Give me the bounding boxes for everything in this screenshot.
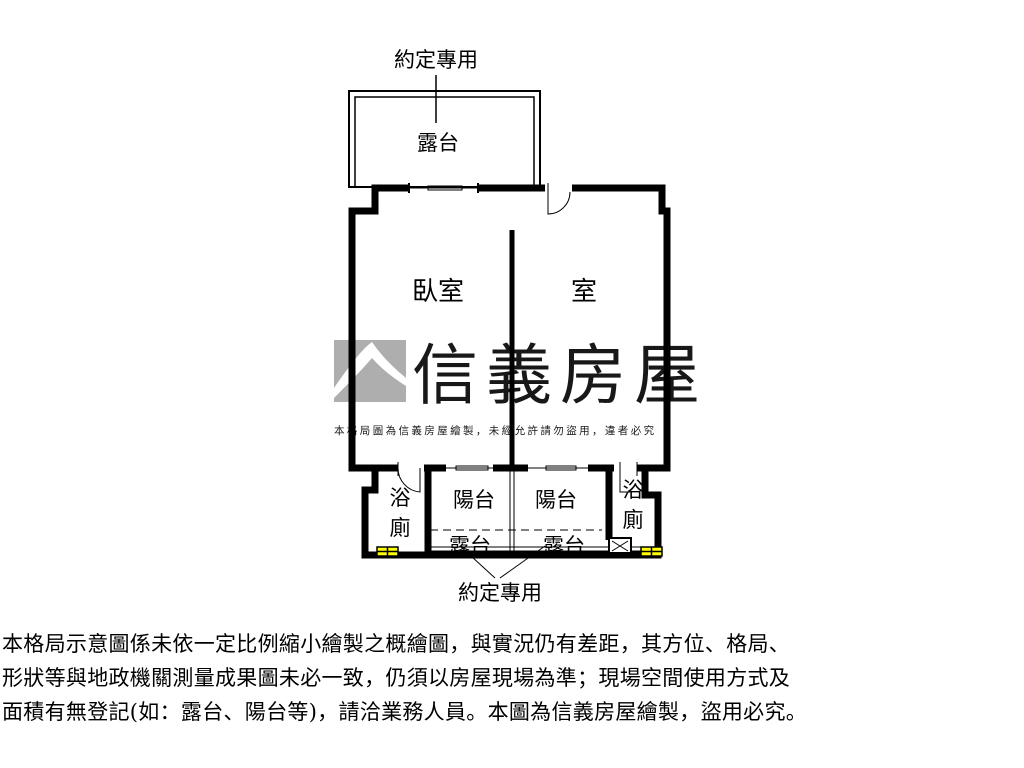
left-bath-label-1: 浴 bbox=[390, 486, 411, 510]
terrace-right-label: 露台 bbox=[543, 534, 585, 558]
top-terrace-label: 露台 bbox=[417, 131, 459, 155]
bedroom-label: 臥室 bbox=[412, 277, 464, 307]
watermark: 信義房屋 本格局圖為信義房屋繪製，未經允許請勿盜用，違者必究 bbox=[334, 337, 708, 437]
ac-unit-left-icon bbox=[376, 546, 399, 557]
top-terrace-note: 約定專用 bbox=[394, 48, 478, 72]
balcony-left-label: 陽台 bbox=[453, 488, 495, 512]
walls bbox=[348, 184, 671, 559]
brand-logo-icon bbox=[334, 340, 406, 402]
left-bath-label-2: 廁 bbox=[390, 516, 411, 540]
bottom-terrace-note: 約定專用 bbox=[458, 581, 542, 605]
ac-unit-right-icon bbox=[640, 546, 663, 557]
room-label: 室 bbox=[571, 277, 597, 307]
balcony-right-label: 陽台 bbox=[535, 488, 577, 512]
right-bath-label-1: 浴 bbox=[623, 478, 644, 502]
watermark-brand: 信義房屋 bbox=[412, 337, 708, 414]
watermark-notice: 本格局圖為信義房屋繪製，未經允許請勿盜用，違者必究 bbox=[334, 424, 657, 437]
ventilation-box-icon bbox=[608, 537, 632, 554]
disclaimer-line-3: 面積有無登記(如：露台、陽台等)，請洽業務人員。本圖為信義房屋繪製，盜用必究。 bbox=[2, 700, 808, 724]
right-bath-label-2: 廁 bbox=[623, 508, 644, 532]
terrace-left-label: 露台 bbox=[449, 534, 491, 558]
top-terrace bbox=[348, 75, 541, 188]
disclaimer-line-1: 本格局示意圖係未依一定比例縮小繪製之概繪圖，與實況仍有差距，其方位、格局、 bbox=[2, 632, 791, 656]
disclaimer-line-2: 形狀等與地政機關測量成果圖未必一致，仍須以房屋現場為準；現場空間使用方式及 bbox=[2, 666, 791, 690]
